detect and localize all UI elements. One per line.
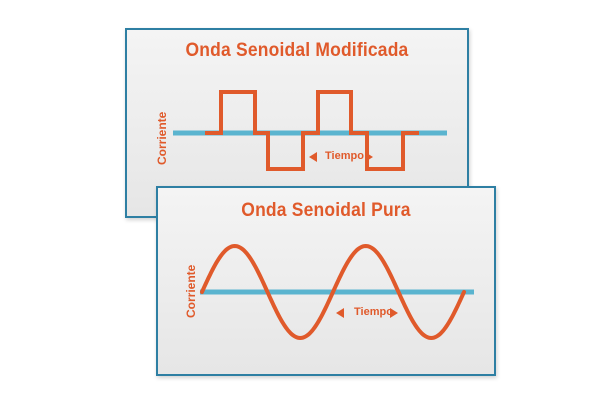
left-arrow-icon (309, 152, 317, 162)
modified-time-arrows (309, 152, 373, 162)
pure-sine-panel: Onda Senoidal Pura Corriente Tiempo (156, 186, 496, 376)
pure-time-label: Tiempo (354, 306, 393, 318)
modified-sine-wave (205, 90, 419, 171)
pure-sine-wave (200, 243, 466, 341)
pure-time-arrows (336, 308, 398, 318)
pure-sine-title: Onda Senoidal Pura (241, 200, 411, 221)
modified-sine-title: Onda Senoidal Modificada (185, 40, 409, 61)
right-arrow-icon (390, 308, 398, 318)
modified-sine-graph (173, 90, 447, 171)
right-arrow-icon (365, 152, 373, 162)
modified-time-label: Tiempo (325, 150, 364, 162)
left-arrow-icon (336, 308, 344, 318)
pure-sine-graph (200, 243, 474, 341)
